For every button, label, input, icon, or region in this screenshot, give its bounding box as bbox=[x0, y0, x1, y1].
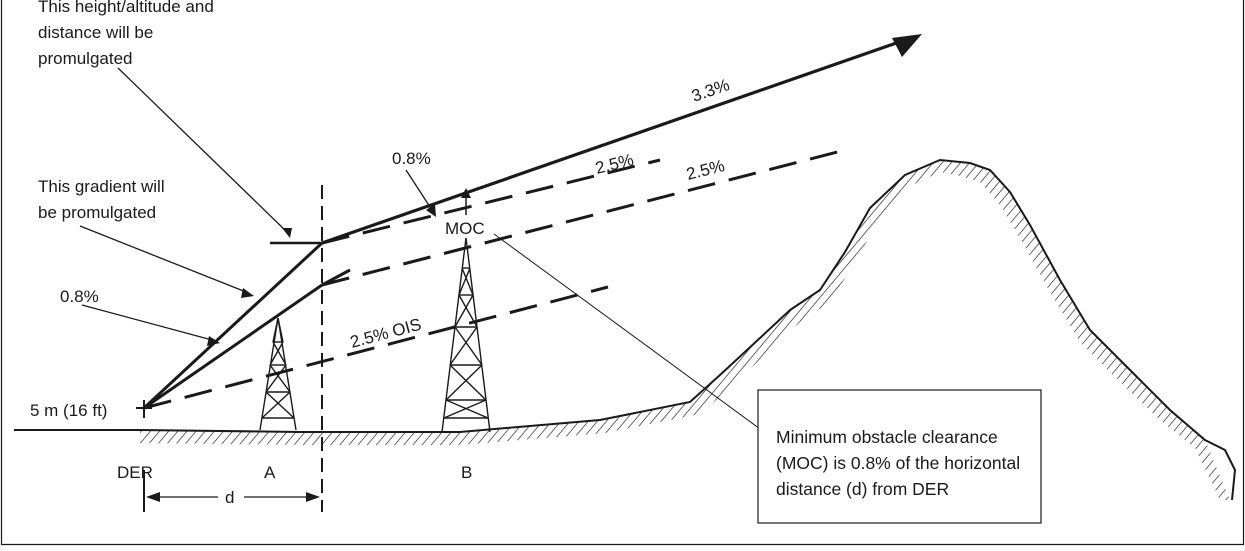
leader-0-8-upper bbox=[405, 169, 433, 211]
ground-line bbox=[14, 158, 1237, 501]
height-5m-label: 5 m (16 ft) bbox=[30, 401, 107, 420]
moc-note-box bbox=[757, 389, 1042, 524]
terrain-hatching bbox=[140, 160, 1230, 500]
moc-arrowhead bbox=[461, 188, 471, 198]
der-label: DER bbox=[117, 463, 153, 482]
ois-line bbox=[143, 285, 609, 410]
moc-note-line-3: distance (d) from DER bbox=[776, 479, 949, 499]
ois-label: 2.5% OIS bbox=[348, 315, 423, 352]
obstacle-b-label: B bbox=[461, 463, 472, 482]
distance-d-label: d bbox=[225, 488, 234, 507]
leader-promulgated-height-arrow bbox=[282, 228, 292, 238]
obstacle-a-label: A bbox=[264, 463, 276, 482]
leader-promulgated-gradient-arrow bbox=[241, 288, 254, 298]
promulgated-gradient-label-1: This gradient will bbox=[38, 177, 165, 196]
promulgated-height-label-1: This height/altitude and bbox=[38, 0, 214, 16]
promulgated-height-label-3: promulgated bbox=[38, 49, 133, 68]
climb-gradient-line bbox=[321, 38, 906, 245]
gradient-2-5-label-b: 2.5% bbox=[684, 156, 726, 184]
minimum-gradient-line bbox=[143, 283, 323, 410]
promulgated-gradient-label-2: be promulgated bbox=[38, 203, 156, 222]
gradient-2-5-label-a: 2.5% bbox=[593, 150, 635, 178]
gradient-0-8-upper-label: 0.8% bbox=[392, 149, 431, 168]
obstacle-a-tower bbox=[259, 317, 297, 431]
climb-arrowhead bbox=[892, 34, 922, 57]
d-arrow-right bbox=[306, 492, 320, 502]
gradient-0-8-lower-label: 0.8% bbox=[60, 287, 99, 306]
leader-0-8-upper-arrow bbox=[426, 204, 436, 217]
moc-note-line-1: Minimum obstacle clearance bbox=[776, 427, 998, 447]
moc-label: MOC bbox=[445, 219, 485, 238]
promulgated-height-label-2: distance will be bbox=[38, 23, 153, 42]
d-arrow-left bbox=[146, 492, 160, 502]
dashed-gradient-lower bbox=[321, 148, 846, 287]
leader-moc-note bbox=[493, 233, 783, 446]
leader-0-8-lower-arrow bbox=[207, 336, 220, 346]
promulgated-gradient-line bbox=[142, 241, 324, 410]
leader-promulgated-gradient bbox=[79, 225, 247, 293]
leader-0-8-lower bbox=[81, 304, 213, 341]
dashed-gradient-upper bbox=[321, 158, 661, 245]
moc-note-line-2: (MOC) is 0.8% of the horizontal bbox=[776, 453, 1020, 473]
obstacle-b-tower bbox=[441, 237, 491, 433]
leader-promulgated-height bbox=[117, 67, 288, 233]
